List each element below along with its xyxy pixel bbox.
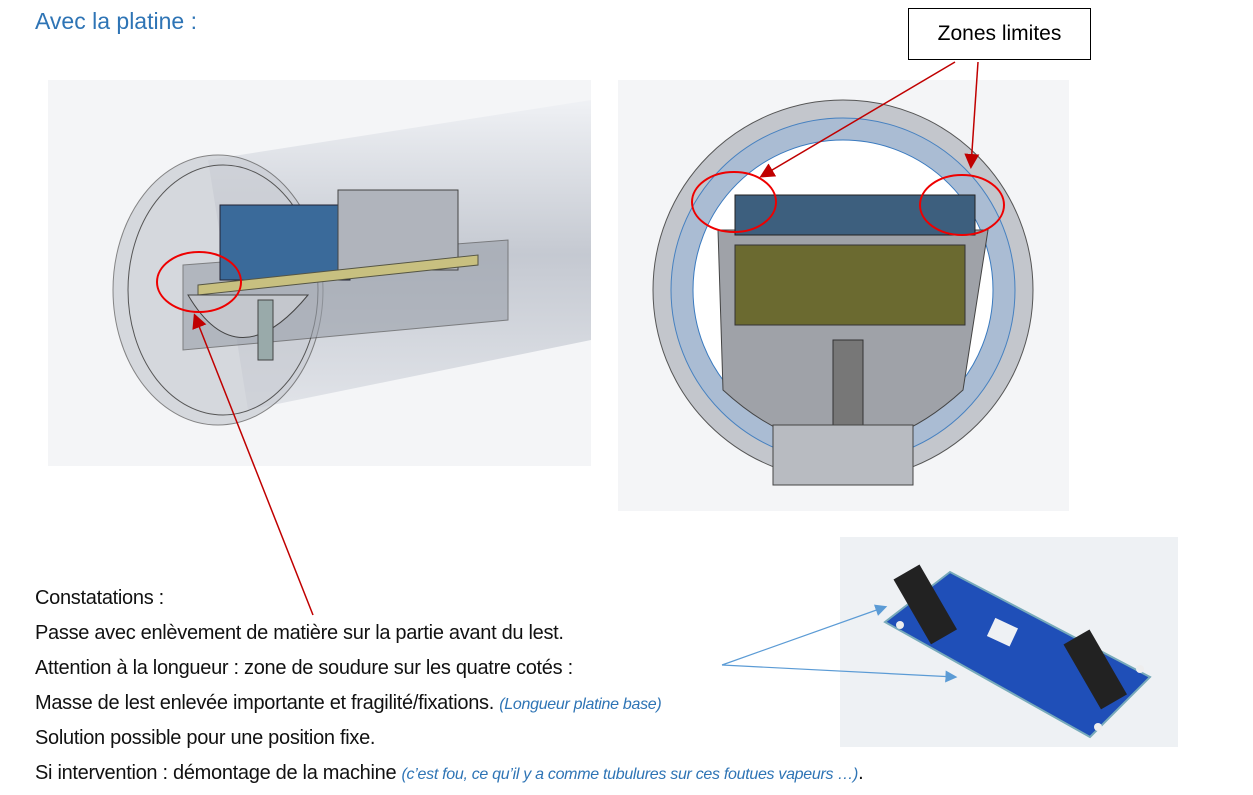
text-line-5: Si intervention : démontage de la machin… [35,762,864,785]
section-title: Avec la platine : [35,8,197,34]
text-line-1: Passe avec enlèvement de matière sur la … [35,622,564,644]
text-line-3-main: Masse de lest enlevée importante et frag… [35,692,495,714]
text-line-4: Solution possible pour une position fixe… [35,727,376,749]
text-line-2: Attention à la longueur : zone de soudur… [35,657,573,679]
note-longueur: (Longueur platine base) [499,696,662,713]
text-line-5-end: . [858,762,864,784]
cad-render-side-view [48,80,591,466]
callout-zones-limites: Zones limites [908,8,1091,60]
cad-render-front-view [618,80,1069,511]
text-line-3: Masse de lest enlevée importante et frag… [35,692,662,715]
note-tubulures: (c’est fou, ce qu’il y a comme tubulures… [401,766,859,783]
pcb-platine-photo [840,537,1178,747]
text-constatations: Constatations : [35,587,164,609]
text-line-5-main: Si intervention : démontage de la machin… [35,762,397,784]
